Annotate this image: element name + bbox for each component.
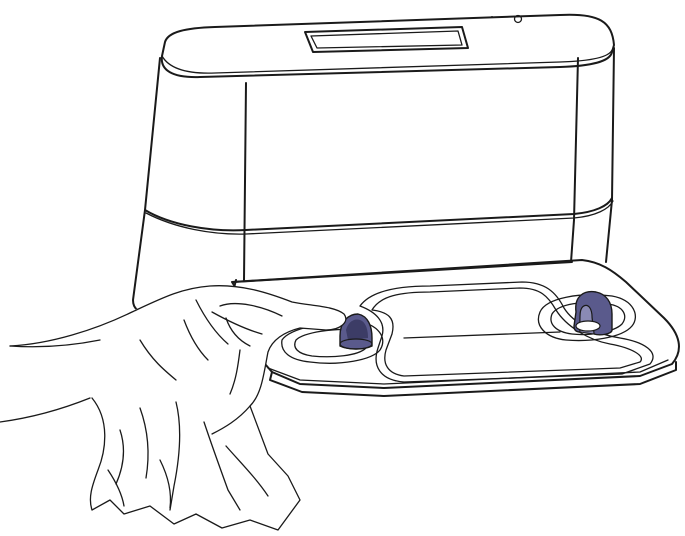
charging-dock	[133, 15, 614, 312]
hand	[0, 286, 346, 536]
charging-contact-right	[574, 292, 612, 335]
dock-body-seam	[145, 198, 612, 230]
